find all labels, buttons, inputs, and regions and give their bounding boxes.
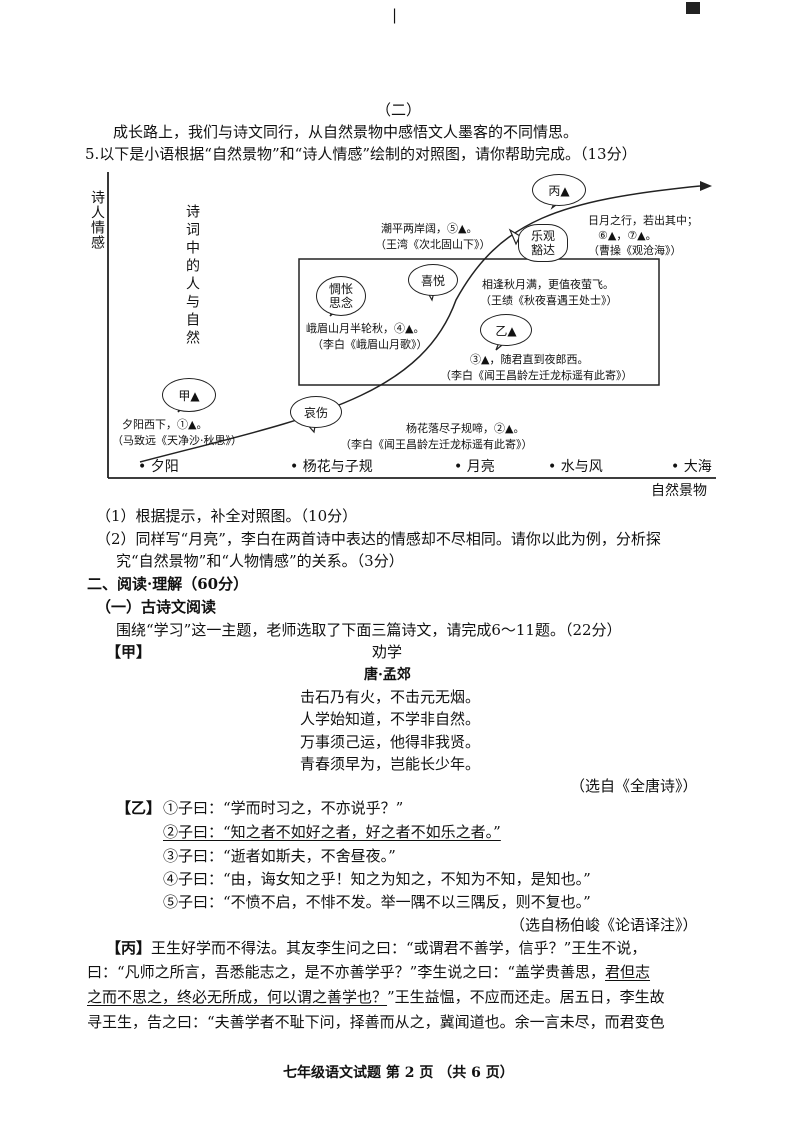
- entry-5-line: 潮平两岸阔，⑤▲。: [381, 222, 478, 235]
- entry-1-source: （马致远《天净沙·秋思》）: [112, 434, 242, 447]
- entry-7-line: 日月之行，若出其中；: [588, 214, 698, 227]
- bubble-optimistic: 乐观 豁达: [518, 224, 568, 262]
- x-axis-label: 自然景物: [651, 483, 707, 499]
- center-box: [298, 258, 660, 386]
- bubble-bing: 丙▲: [532, 174, 586, 206]
- entry-1-line: 夕阳西下，①▲。: [122, 418, 208, 431]
- bing-text-3a: 之而不思之，终必无所成，何以谓之善学也？: [87, 988, 388, 1006]
- q5-sub2-line2: 究“自然景物”和“人物情感”的关系。（3分）: [116, 552, 404, 570]
- jia-line-4: 青春须早为，岂能长少年。: [300, 755, 481, 773]
- yi-line-2: ②子曰：“知之者不如好之者，好之者不如乐之者。”: [163, 823, 501, 841]
- yi-line-5: ⑤子曰：“不愤不启，不悱不发。举一隅不以三隅反，则不复也。”: [163, 893, 591, 911]
- entry-4-source: （李白《峨眉山月歌》）: [312, 338, 428, 351]
- bing-text-3b: ”王生益愠，不应而还走。居五日，李生故: [387, 988, 665, 1006]
- entry-3-source: （李白《闻王昌龄左迁龙标遥有此寄》）: [440, 369, 633, 382]
- bing-line-1: 【丙】王生好学而不得法。其友李生问之曰：“或谓君不善学，信乎？”王生不说，: [106, 937, 646, 958]
- entry-6-line: 相逢秋月满，更值夜萤飞。: [482, 278, 614, 291]
- corner-block: [686, 2, 700, 14]
- entry-4-line: 峨眉山月半轮秋，④▲。: [306, 322, 425, 335]
- intro-text: 成长路上，我们与诗文同行，从自然景物中感悟文人墨客的不同情思。: [113, 123, 579, 141]
- jia-title: 劝学: [372, 643, 403, 661]
- bing-text-2a: 曰：“凡师之所言，吾悉能志之，是不亦善学乎？”李生说之曰：“盖学贵善思，: [87, 963, 606, 981]
- bing-line-2: 曰：“凡师之所言，吾悉能志之，是不亦善学乎？”李生说之曰：“盖学贵善思，君但志: [87, 961, 650, 982]
- jia-tag: 【甲】: [106, 643, 152, 661]
- jia-line-3: 万事须己运，他得非我贤。: [300, 733, 481, 751]
- jia-source: （选自《全唐诗》）: [570, 777, 698, 795]
- jia-line-1: 击石乃有火，不击元无烟。: [300, 688, 481, 706]
- x-cat-water-wind: • 水与风: [548, 459, 603, 475]
- entry-7-source: （曹操《观沧海》）: [588, 244, 682, 257]
- bing-line-3: 之而不思之，终必无所成，何以谓之善学也？”王生益愠，不应而还走。居五日，李生故: [87, 986, 665, 1007]
- bing-tag: 【丙】: [106, 939, 152, 957]
- bubble-jia: 甲▲: [162, 378, 216, 412]
- bubble-yi: 乙▲: [480, 314, 532, 346]
- y-axis-label: 诗人情感: [89, 190, 105, 250]
- jia-line-2: 人学始知道，不学非自然。: [300, 710, 481, 728]
- top-mark: |: [392, 6, 398, 24]
- bing-text-1: 王生好学而不得法。其友李生问之曰：“或谓君不善学，信乎？”王生不说，: [151, 939, 647, 957]
- x-cat-sea: • 大海: [671, 459, 712, 475]
- bubble-melancholy: 惆怅 思念: [316, 276, 366, 316]
- q5-sub1: （1）根据提示，补全对照图。（10分）: [96, 507, 358, 525]
- q5-stem: 5.以下是小语根据“自然景物”和“诗人情感”绘制的对照图，请你帮助完成。（13分…: [85, 145, 637, 163]
- bubble-joy: 喜悦: [408, 264, 458, 296]
- jia-author: 唐·孟郊: [364, 667, 411, 683]
- entry-2-source: （李白《闻王昌龄左迁龙标遥有此寄》）: [340, 438, 533, 451]
- x-cat-sunset: • 夕阳: [138, 459, 179, 475]
- x-cat-willow-cuckoo: • 杨花与子规: [290, 459, 373, 475]
- bing-line-4: 寻王生，告之曰：“夫善学者不耻下问，择善而从之，冀闻道也。余一言未尽，而君变色: [87, 1013, 665, 1031]
- page-footer: 七年级语文试题 第 2 页 （共 6 页）: [283, 1065, 514, 1081]
- part2-subheading: （一）古诗文阅读: [96, 598, 217, 616]
- bubble-sorrow: 哀伤: [290, 396, 342, 428]
- emotion-curve: [139, 185, 701, 463]
- bing-text-2b: 君但志: [605, 963, 651, 981]
- entry-6-source: （王绩《秋夜喜遇王处士》）: [480, 294, 618, 307]
- section-heading: （二）: [376, 101, 422, 119]
- yi-tag: 【乙】: [116, 799, 162, 817]
- curve-arrowhead: [700, 181, 712, 191]
- entry-5-source: （王湾《次北固山下》）: [375, 238, 491, 251]
- inner-label: 诗词中的人与自然: [184, 204, 200, 348]
- entry-2-line: 杨花落尽子规啼，②▲。: [406, 422, 525, 435]
- q5-sub2-line1: （2）同样写“月亮”，李白在两首诗中表达的情感却不尽相同。请你以此为例，分析探: [96, 530, 661, 548]
- yi-line-1: ①子曰：“学而时习之，不亦说乎？”: [163, 799, 404, 817]
- yi-line-4: ④子曰：“由，诲女知之乎！知之为知之，不知为不知，是知也。”: [163, 870, 591, 888]
- entry-7-line2: ⑥▲，⑦▲。: [598, 229, 657, 242]
- yi-source: （选自杨伯峻《论语译注》）: [510, 916, 698, 934]
- x-cat-moon: • 月亮: [454, 459, 495, 475]
- entry-3-line: ③▲，随君直到夜郎西。: [470, 353, 589, 366]
- part2-intro: 围绕“学习”这一主题，老师选取了下面三篇诗文，请完成6～11题。（22分）: [116, 621, 622, 639]
- part2-heading: 二、阅读·理解（60分）: [87, 575, 249, 593]
- yi-line-3: ③子曰：“逝者如斯夫，不舍昼夜。”: [163, 847, 396, 865]
